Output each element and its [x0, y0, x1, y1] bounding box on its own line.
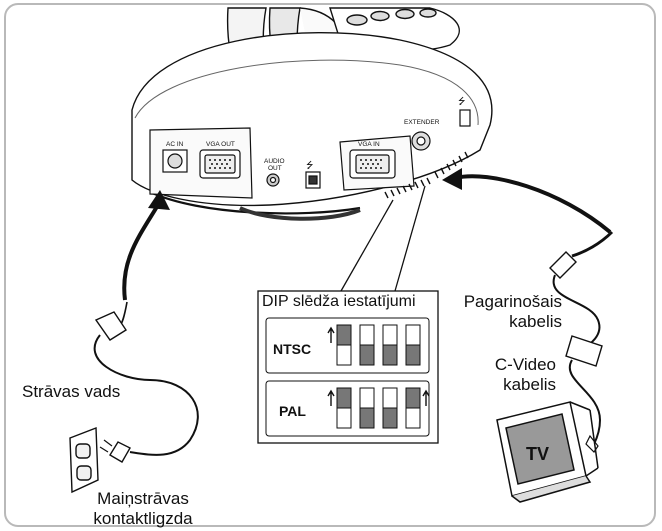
audio-out-label-2: OUT — [268, 165, 282, 172]
dip-switch-row-ntsc — [327, 324, 421, 366]
dip-switch-knob-pal-4 — [405, 387, 421, 409]
video-cable-illustration — [549, 230, 614, 453]
extender-arrow — [442, 168, 612, 234]
power-cord-illustration — [93, 301, 199, 463]
usb-icon: ⭍ — [306, 160, 314, 171]
power-arrow — [122, 190, 170, 301]
dip-switch-knob-ntsc-3 — [382, 344, 398, 366]
power-cord-label: Strāvas vads — [22, 382, 121, 401]
dip-switch-knob-pal-3 — [382, 407, 398, 429]
dip-switch-knob-ntsc-2 — [359, 344, 375, 366]
extender-cable-label: Pagarinošais kabelis — [463, 292, 562, 331]
rear-port-panel — [149, 127, 253, 199]
vga-in-label: VGA IN — [358, 141, 380, 148]
ac-in-label: AC IN — [166, 141, 184, 148]
dip-up-arrow-icon — [327, 389, 335, 406]
tv-screen-label: TV — [526, 444, 549, 464]
ntsc-label: NTSC — [273, 341, 311, 357]
ac-outlet-illustration — [69, 426, 99, 494]
dip-switch-panel — [257, 290, 439, 444]
ac-outlet-label: Maiņstrāvas kontaktligzda — [93, 489, 193, 528]
tv-illustration — [496, 401, 599, 503]
dip-switch-knob-pal-1 — [336, 387, 352, 409]
cvideo-cable-label: C-Video kabelis — [494, 355, 556, 394]
dip-switch-knob-ntsc-1 — [336, 324, 352, 346]
dip-callout-lines — [340, 185, 426, 292]
extender-label: EXTENDER — [404, 119, 440, 126]
dip-switch-title: DIP slēdža iestatījumi — [262, 293, 416, 310]
vga-out-label: VGA OUT — [206, 141, 235, 148]
dip-up-arrow-icon — [327, 326, 335, 343]
audio-usb-ports — [266, 171, 321, 189]
dip-switch-row-pal — [327, 387, 430, 429]
usb-icon-right: ⭍ — [458, 96, 466, 107]
pal-label: PAL — [279, 403, 306, 419]
dip-switch-knob-pal-2 — [359, 407, 375, 429]
audio-out-label-1: AUDIO — [264, 158, 285, 165]
dip-up-arrow-icon — [422, 389, 430, 406]
dip-switch-knob-ntsc-4 — [405, 344, 421, 366]
right-port-panel — [339, 109, 471, 199]
